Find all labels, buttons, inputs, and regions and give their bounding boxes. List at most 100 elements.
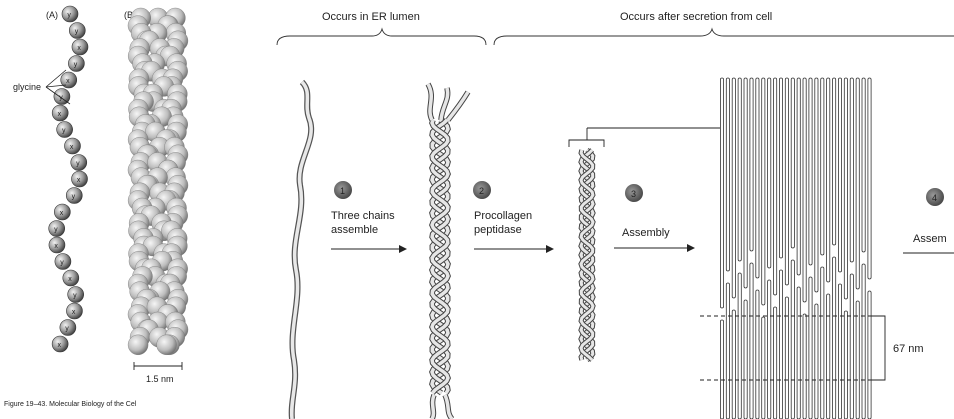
fibril-molecule — [726, 78, 729, 271]
residue-letter: y — [54, 227, 58, 234]
fibril-molecule — [821, 267, 824, 419]
residue-letter: y — [72, 194, 76, 201]
step-4-line1: Assem — [913, 233, 947, 245]
procollagen-triple-helix — [428, 84, 468, 419]
step-2-line2: peptidase — [474, 224, 522, 236]
step-3: 3 Assembly — [614, 184, 694, 248]
fibril-molecule — [803, 314, 806, 419]
step-1-line1: Three chains — [331, 210, 395, 222]
single-chain-model: yyxyxyxyxyxyxyxyxyxyx — [49, 6, 88, 352]
fibril-molecule — [774, 307, 777, 419]
fibril-molecule — [785, 78, 788, 285]
fibril-molecule — [844, 311, 847, 419]
fibril-molecule — [815, 304, 818, 419]
fibril-molecule — [868, 78, 871, 279]
collagen-molecule — [581, 150, 593, 360]
er-lumen-brace — [277, 29, 486, 45]
atom-sphere — [157, 335, 177, 355]
fibril-molecule — [779, 78, 782, 258]
propeptide — [432, 395, 434, 419]
residue-letter: x — [58, 342, 62, 349]
fibril-molecule — [850, 78, 853, 262]
scale-bar — [134, 362, 182, 370]
fibril-molecule — [756, 290, 759, 419]
fibril-molecule — [768, 280, 771, 419]
fibril-molecule — [744, 78, 747, 288]
fibril-molecule — [856, 78, 859, 289]
glycine-label: glycine — [13, 82, 41, 92]
fibril-molecule — [756, 78, 759, 278]
residue-letter: x — [70, 144, 74, 151]
fibril-molecule — [844, 78, 847, 299]
period-label: 67 nm — [893, 343, 924, 355]
step-1-line2: assemble — [331, 224, 378, 236]
fibril-molecule — [838, 78, 841, 272]
fibril-molecule — [791, 260, 794, 419]
figure-caption: Figure 19–43. Molecular Biology of the C… — [4, 401, 137, 408]
region-after-secretion-label: Occurs after secretion from cell — [620, 11, 772, 23]
residue-letter: y — [65, 326, 69, 333]
fibril-molecule — [797, 287, 800, 419]
after-secretion-brace — [494, 29, 954, 45]
step-1-number: 1 — [340, 186, 345, 196]
molecule-length-bracket — [569, 128, 722, 147]
atom-sphere — [128, 335, 148, 355]
residue-letter: y — [75, 29, 79, 36]
residue-letter: y — [74, 62, 78, 69]
step-2: 2 Procollagen peptidase — [473, 181, 553, 249]
fibril-molecule — [726, 283, 729, 419]
residue-letter: x — [60, 210, 64, 217]
fibril-molecule — [750, 78, 753, 251]
fibril-molecule — [850, 274, 853, 419]
residue-letter: x — [68, 276, 72, 283]
residue-letter: y — [76, 161, 80, 168]
step-2-line1: Procollagen — [474, 210, 532, 222]
fibril-molecule — [838, 284, 841, 419]
residue-letter: y — [60, 260, 64, 267]
fibril-molecule — [856, 301, 859, 419]
residue-letter: y — [62, 128, 66, 135]
step-2-number: 2 — [479, 186, 484, 196]
fibril-molecule — [732, 310, 735, 419]
step-4-number: 4 — [932, 193, 937, 203]
fibril-molecule — [827, 78, 830, 282]
panel-a: (A) yyxyxyxyxyxyxyxyxyxyx glycine — [13, 6, 88, 352]
fibril-molecule — [750, 263, 753, 419]
fibril-molecule — [762, 78, 765, 305]
fibril-molecule — [744, 300, 747, 419]
residue-letter: x — [77, 45, 81, 52]
fibril-molecule — [768, 78, 771, 268]
fibril-molecule — [833, 78, 836, 245]
fibril-molecule — [732, 78, 735, 298]
fibril-molecule — [720, 78, 723, 308]
fibril-molecule — [774, 78, 777, 295]
single-procollagen-chain — [292, 82, 312, 419]
fibril-molecule — [785, 297, 788, 419]
fibril-molecule — [791, 78, 794, 248]
panel-a-tag: (A) — [46, 10, 58, 20]
fibril-molecule — [815, 78, 818, 292]
fibril-molecule — [738, 273, 741, 419]
residue-letter: x — [58, 111, 62, 118]
fibril-molecule — [862, 264, 865, 419]
triple-helix-model — [128, 8, 188, 355]
panel-b: (B) 1.5 nm — [124, 8, 188, 384]
fibril-molecule — [833, 257, 836, 419]
fibril-molecule — [809, 78, 812, 265]
scale-bar-label: 1.5 nm — [146, 374, 174, 384]
fibril-molecule — [797, 78, 800, 275]
fibril-molecule — [809, 277, 812, 419]
residue-letter: y — [73, 293, 77, 300]
region-er-lumen: Occurs in ER lumen — [277, 11, 486, 45]
step-3-number: 3 — [631, 189, 636, 199]
propeptide — [448, 92, 468, 120]
fibril-molecule — [720, 320, 723, 419]
fibril-molecule — [779, 270, 782, 419]
step-1: 1 Three chains assemble — [331, 181, 406, 249]
region-after-secretion: Occurs after secretion from cell — [494, 11, 954, 45]
residue-letter: y — [67, 12, 71, 19]
fibril-molecule — [738, 78, 741, 261]
residue-letter: x — [66, 78, 70, 85]
residue-letter: x — [72, 309, 76, 316]
